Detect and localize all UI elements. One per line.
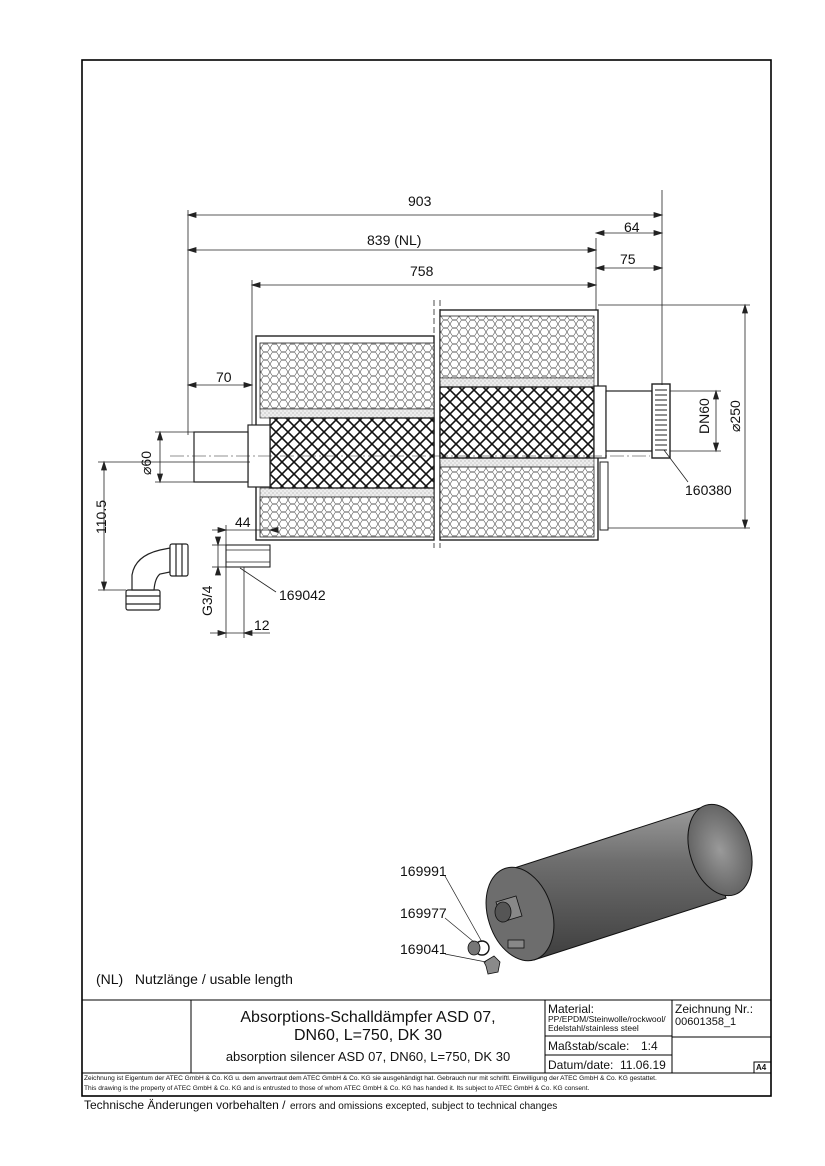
part-number-a: 169991 bbox=[400, 863, 447, 879]
title-en: absorption silencer ASD 07, DN60, L=750,… bbox=[225, 1049, 511, 1064]
part-number-c: 169041 bbox=[400, 941, 447, 957]
part-number-drain: 169042 bbox=[279, 587, 326, 603]
dim-usable-length: 839 (NL) bbox=[367, 232, 422, 248]
ownership-notice-en: This drawing is the property of ATEC Gmb… bbox=[84, 1085, 590, 1092]
dim-drain-thread: G3/4 bbox=[199, 585, 215, 616]
paper-size: A4 bbox=[756, 1063, 767, 1072]
dim-height-offset: 110.5 bbox=[93, 500, 109, 534]
silencer-section bbox=[170, 300, 671, 568]
drawing-number-label: Zeichnung Nr.: bbox=[675, 1002, 754, 1016]
material-line1: PP/EPDM/Steinwolle/rockwool/ bbox=[548, 1014, 666, 1024]
dim-drain-length: 44 bbox=[235, 514, 251, 530]
date-label: Datum/date: bbox=[548, 1058, 614, 1072]
dim-body-length: 758 bbox=[410, 263, 434, 279]
scale-label: Maßstab/scale: bbox=[548, 1039, 630, 1053]
date-value: 11.06.19 bbox=[620, 1058, 666, 1072]
part-number-b: 169977 bbox=[400, 905, 447, 921]
drawing-frame bbox=[81, 59, 772, 1097]
dimension-lines bbox=[98, 190, 750, 638]
dim-nominal-size: DN60 bbox=[696, 398, 712, 434]
material-line2: Edelstahl/stainless steel bbox=[548, 1023, 639, 1033]
changes-notice: Technische Änderungen vorbehalten / erro… bbox=[84, 1097, 557, 1113]
part-number-outlet: 160380 bbox=[685, 482, 732, 498]
ownership-notice-de: Zeichnung ist Eigentum der ATEC GmbH & C… bbox=[84, 1075, 657, 1082]
dim-outlet-length: 75 bbox=[620, 251, 636, 267]
dim-inlet-diameter: ⌀60 bbox=[138, 450, 154, 475]
dim-outer-diameter: ⌀250 bbox=[727, 400, 743, 432]
dim-flange-ref: 64 bbox=[624, 219, 640, 235]
changes-notice-de: Technische Änderungen vorbehalten / bbox=[84, 1098, 286, 1112]
changes-notice-en: errors and omissions excepted, subject t… bbox=[289, 1101, 558, 1112]
dim-overall-length: 903 bbox=[408, 193, 432, 209]
isometric-view bbox=[444, 803, 753, 975]
material-label: Material: bbox=[548, 1002, 595, 1016]
scale-value: 1:4 bbox=[641, 1039, 658, 1053]
elbow-fitting bbox=[125, 543, 189, 611]
dim-drain-step: 12 bbox=[254, 617, 270, 633]
title-de-line1: Absorptions-Schalldämpfer ASD 07, bbox=[240, 1009, 496, 1026]
title-block-lines bbox=[82, 999, 772, 1074]
dim-inlet-length: 70 bbox=[216, 369, 232, 385]
legend-usable-length: (NL) Nutzlänge / usable length bbox=[96, 971, 293, 987]
drawing-number: 00601358_1 bbox=[675, 1016, 737, 1028]
title-de-line2: DN60, L=750, DK 30 bbox=[293, 1027, 443, 1044]
